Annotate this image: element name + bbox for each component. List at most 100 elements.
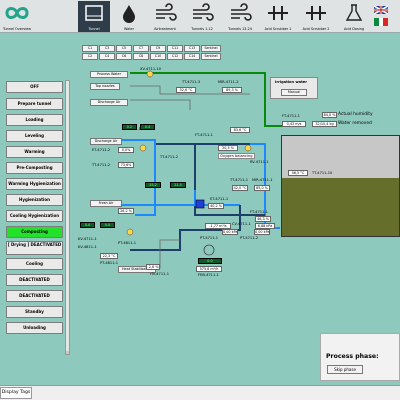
fan-icon [156,3,177,21]
toolbar-item-acid-dosing[interactable]: Acid Dosing [338,1,370,32]
phase-button-off[interactable]: OFF [6,81,63,93]
mode-button-c3[interactable]: C3 [99,45,115,52]
pt-4811-1-value: -2,6 % [146,264,160,270]
phase-button-hygienization[interactable]: Hygienization [6,194,63,206]
phase-button-deactivated-1[interactable]: DEACTIVATED [6,274,63,286]
toolbar-item-tunnels-13-24[interactable]: Tunnels 13-24 [224,1,256,32]
tt-4711-10-value: 46,5 °C [288,170,308,176]
pt-4711-1-value: 0,00 kPa [222,229,238,235]
sidebar-scrollbar-thumb[interactable] [66,81,69,351]
tt-4711-1-label: TT-4711-1 [230,178,249,182]
toolbar-item-water[interactable]: Water [113,1,145,32]
mode-button-c2[interactable]: C2 [82,53,98,60]
mode-button-c5[interactable]: C5 [116,45,132,52]
mode-button-c13[interactable]: C13 [184,45,200,52]
temp-right-value: 83,6 °C [230,127,250,133]
mode-button-c4[interactable]: C4 [99,53,115,60]
tt-4711-2-value: 73,6% [118,162,134,168]
mode-button-c1[interactable]: C1 [82,45,98,52]
mode-button-sentinel[interactable]: Sentinel [201,45,221,52]
mode-button-c11[interactable]: C11 [167,45,183,52]
display-tags-tab[interactable]: Display Tags [0,387,32,399]
et-4711-1-label: ET-4711-1 [210,197,229,201]
phase-button-deactivated-2[interactable]: DEACTIVATED [6,290,63,302]
phase-button-unloading[interactable]: Unloading [6,322,63,334]
uk-flag-icon[interactable] [374,6,388,14]
discharge-air-button-2[interactable]: Discharge Air [90,138,122,145]
fe-4711-1-indicator: 0.0 [198,258,222,264]
kv-4811-1-label: KV-4811-1 [78,245,97,249]
phase-button-leveling[interactable]: Leveling [6,130,63,142]
flow-value: -1,77 m³/s [205,223,231,229]
mode-button-c9[interactable]: C9 [150,45,166,52]
toolbar-label: Tunnels 13-24 [228,27,252,31]
mode-button-c12[interactable]: C12 [167,53,183,60]
oxygen-balancing-label: Oxygen balancing [218,153,255,159]
fe-4711-1-value: 575,8 m³/h [196,266,222,272]
hv-4711-1-label: HV-4711-1 [150,272,169,276]
phase-button-prepare-tunnel[interactable]: Prepare tunnel [6,98,63,110]
mode-button-c10[interactable]: C10 [150,53,166,60]
toolbar-label: Tunnel [88,27,100,31]
toolbar-item-tunnels-1-12[interactable]: Tunnels 1-12 [186,1,218,32]
actual-humidity-label: Actual humidity [338,112,373,117]
water-line-2 [130,99,191,110]
et-4711-2-label: ET-4711-2 [92,148,111,152]
phase-button-cooling[interactable]: Cooling [6,258,63,270]
toolbar-item-tunnel[interactable]: Tunnel [78,1,110,32]
phase-button-loading[interactable]: Loading [6,114,63,126]
o2-value: 20,5 % [218,145,238,151]
scrubber-icon [268,6,288,20]
tunnel-icon [85,5,103,21]
fan-icon [193,3,214,21]
xv-4711-1-value-b: 0.4 [140,124,155,130]
phase-button-cooling-hygienization[interactable]: Cooling Hygienization [6,210,63,222]
mir-4711-1-value: 85,0 % [254,185,270,191]
phase-button-pre-composting[interactable]: Pre-Composting [6,162,63,174]
tt-4711-2-label: TT-4711-2 [92,163,111,167]
mode-button-c6[interactable]: C6 [116,53,132,60]
water-drop-icon [123,5,135,23]
tunnel-tank [281,135,400,237]
fe-4711-1-label: FEB-4711-1 [198,273,219,277]
valve-icon [139,144,147,152]
mir-4711-2-label: MIR-4711-2 [218,80,239,84]
xv-4711-10-label: XV-4711-10 [140,67,162,71]
italy-flag-icon[interactable] [374,18,388,26]
ft-4711-1b-label: FT-4711-1 [250,210,268,214]
tt-4711-3-label: TT-4711-3 [182,80,201,84]
phase-button-composting[interactable]: Composting [6,226,63,238]
tt-4711-10-label: TT-4711-10 [312,171,333,175]
rv-4711-1-label: RV-4711-1 [250,160,269,164]
phase-button-drying[interactable]: [ Drying ] DEACTIVATED [6,241,63,255]
process-water-button[interactable]: Process Water [90,71,128,78]
scrubber-icon [306,6,326,20]
phase-button-warming-hygienization[interactable]: Warming Hygienization [6,178,63,190]
heat-exchanger-icon [195,199,205,209]
discharge-air-button[interactable]: Discharge Air [90,99,128,106]
dark-supply-pipe [155,143,265,216]
phase-button-warming[interactable]: Warming [6,146,63,158]
toolbar-item-acid-scrubber-1[interactable]: Acid Scrubber 1 [262,1,294,32]
et-4711-1-value: 40,2 % [208,203,224,209]
ft-4711-1-label: FT-4711-1 [195,133,213,137]
overview-logo-icon [5,7,29,19]
ft-4711-1b-value: 46,3 % [255,216,271,222]
toolbar-item-tunnel-overview[interactable]: Tunnel Overview [1,1,33,32]
top-toolbar: Tunnel Overview Tunnel Water Airtreatmen… [0,0,400,33]
mode-button-c8[interactable]: C8 [133,53,149,60]
toolbar-item-acid-scrubber-2[interactable]: Acid Scrubber 2 [300,1,332,32]
mode-button-c14[interactable]: C14 [184,53,200,60]
tt-4711-1-value: 42,0 °C [232,185,248,191]
mode-button-sentinel-2[interactable]: Sentinel [201,53,221,60]
irrigation-manual-button[interactable]: Manual [281,89,307,96]
tt-4711-3-value: 52,6 °C [176,87,196,93]
top-nozzles-button[interactable]: Top nozzles [90,83,120,90]
toolbar-item-airtreatment[interactable]: Airtreatment [149,1,181,32]
mode-button-c7[interactable]: C7 [133,45,149,52]
skip-phase-button[interactable]: Skip phase [327,365,363,374]
fresh-air-button[interactable]: Fresh Air [90,200,122,207]
process-phase-panel: Process phase: Skip phase [320,333,400,381]
sidebar-scrollbar[interactable] [65,80,70,355]
phase-button-standby[interactable]: Standby [6,306,63,318]
